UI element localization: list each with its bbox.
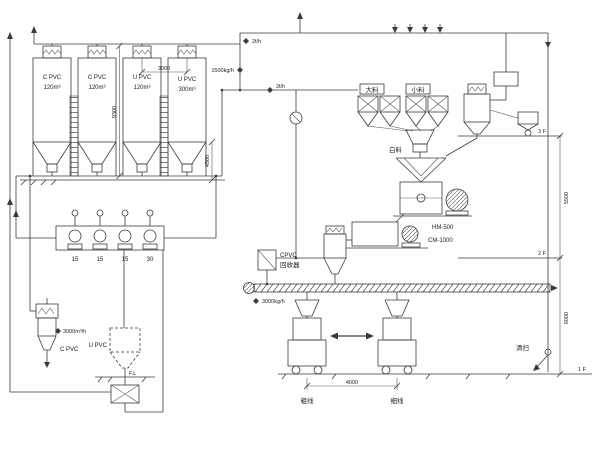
station-travel-arrow bbox=[330, 332, 374, 340]
floor-levels: 3 F 2 F 1 F 5500 6000 bbox=[278, 129, 592, 380]
bin-label-small: 小料 bbox=[412, 85, 426, 94]
cleanout-label: 清扫 bbox=[516, 343, 529, 352]
silo-group: C PVC 120m³ C PVC 120m³ bbox=[16, 44, 225, 186]
silo-4-name: U PVC bbox=[178, 77, 197, 83]
level-3f: 3 F bbox=[538, 129, 547, 135]
station-dimension: 4000 bbox=[303, 378, 401, 390]
left-piping: 2t/h bbox=[7, 32, 358, 392]
collecting-funnel bbox=[395, 157, 447, 183]
weigh-label: 白料 bbox=[389, 145, 403, 154]
silo-ladder-1 bbox=[69, 95, 79, 177]
silo-2-name: C PVC bbox=[88, 75, 107, 81]
mixer-model-label: HM-500 bbox=[432, 225, 454, 231]
receiving-cyclone bbox=[445, 33, 539, 157]
dim-silo-height: 9300 bbox=[112, 106, 118, 118]
silo-1-name: C PVC bbox=[43, 75, 62, 81]
silo-4: U PVC 300m³ bbox=[167, 44, 207, 176]
silo-1: C PVC 120m³ bbox=[32, 44, 72, 176]
station-right-label: 细线 bbox=[391, 396, 405, 405]
flow-label-mid: 2t/h bbox=[276, 84, 285, 90]
dim-f3-f2: 5500 bbox=[564, 192, 570, 204]
station-left-label: 粗线 bbox=[301, 396, 315, 405]
flow-label-dust: 3000m³/h bbox=[63, 329, 86, 335]
bin-label-big: 大料 bbox=[366, 85, 380, 94]
recycler-label-line1: CPVC bbox=[280, 253, 297, 259]
conveying-pipes-top: 2t/h 1500kg/h bbox=[31, 12, 548, 90]
level-1f: 1 F bbox=[578, 367, 587, 373]
silo-1-volume: 120m³ bbox=[43, 85, 60, 91]
flow-label-screw: 3000kg/h bbox=[262, 299, 285, 305]
flow-label-top: 2t/h bbox=[252, 39, 261, 45]
blower-2: 15 bbox=[92, 209, 108, 263]
bin-1 bbox=[357, 95, 379, 127]
silo-3-name: U PVC bbox=[133, 75, 152, 81]
dim-station-pitch: 4000 bbox=[346, 380, 358, 386]
blower-4: 30 bbox=[142, 209, 158, 263]
screw-conveyor: 3000kg/h bbox=[243, 282, 558, 305]
cpvc-recycler: CPVC 回收器 bbox=[257, 249, 324, 286]
heating-mixer: HM-500 CM-1000 bbox=[393, 181, 472, 244]
blower-2-rating: 15 bbox=[97, 257, 104, 263]
blower-3-rating: 15 bbox=[122, 257, 129, 263]
cpvc-dust-collector: 3000m³/h C PVC bbox=[29, 176, 86, 368]
blower-1: 15 bbox=[67, 209, 83, 263]
product-cyclone bbox=[323, 225, 347, 284]
bin-3 bbox=[405, 95, 427, 127]
weigh-hopper: 白料 bbox=[389, 129, 435, 158]
blower-1-rating: 15 bbox=[72, 257, 79, 263]
cooler-model-label: CM-1000 bbox=[428, 238, 453, 244]
cooling-mixer bbox=[346, 213, 428, 249]
silo-2-volume: 120m³ bbox=[88, 85, 105, 91]
cpvc-material-label: C PVC bbox=[60, 347, 79, 353]
blower-3: 15 bbox=[117, 209, 133, 263]
dim-under-silo: 4500 bbox=[205, 155, 211, 167]
floor-level-label: F.L bbox=[129, 371, 136, 377]
bin-4 bbox=[427, 95, 449, 127]
dim-f2-f1: 6000 bbox=[564, 312, 570, 324]
cleanout-station: 清扫 bbox=[516, 33, 552, 372]
blower-station: 15 15 15 30 bbox=[55, 209, 165, 413]
dim-silo-pitch: 3000 bbox=[158, 66, 170, 72]
station-right: 细线 bbox=[377, 292, 417, 405]
bin-2 bbox=[379, 95, 401, 127]
level-2f: 2 F bbox=[538, 251, 547, 257]
silo-3-volume: 120m³ bbox=[133, 85, 150, 91]
upvc-material-label: U PVC bbox=[89, 343, 108, 349]
flow-label-1500: 1500kg/h bbox=[211, 68, 234, 74]
blower-4-rating: 30 bbox=[147, 257, 154, 263]
recycler-label-line2: 回收器 bbox=[280, 260, 300, 269]
silo-ladder-2 bbox=[159, 95, 169, 177]
silo-2: C PVC 120m³ bbox=[77, 44, 117, 176]
upvc-hopper: U PVC F.L bbox=[10, 250, 155, 412]
silo-4-volume: 300m³ bbox=[178, 87, 195, 93]
silo-dimensions: 3000 9300 4500 bbox=[112, 42, 216, 184]
day-bins: 大料 小料 bbox=[357, 83, 449, 132]
